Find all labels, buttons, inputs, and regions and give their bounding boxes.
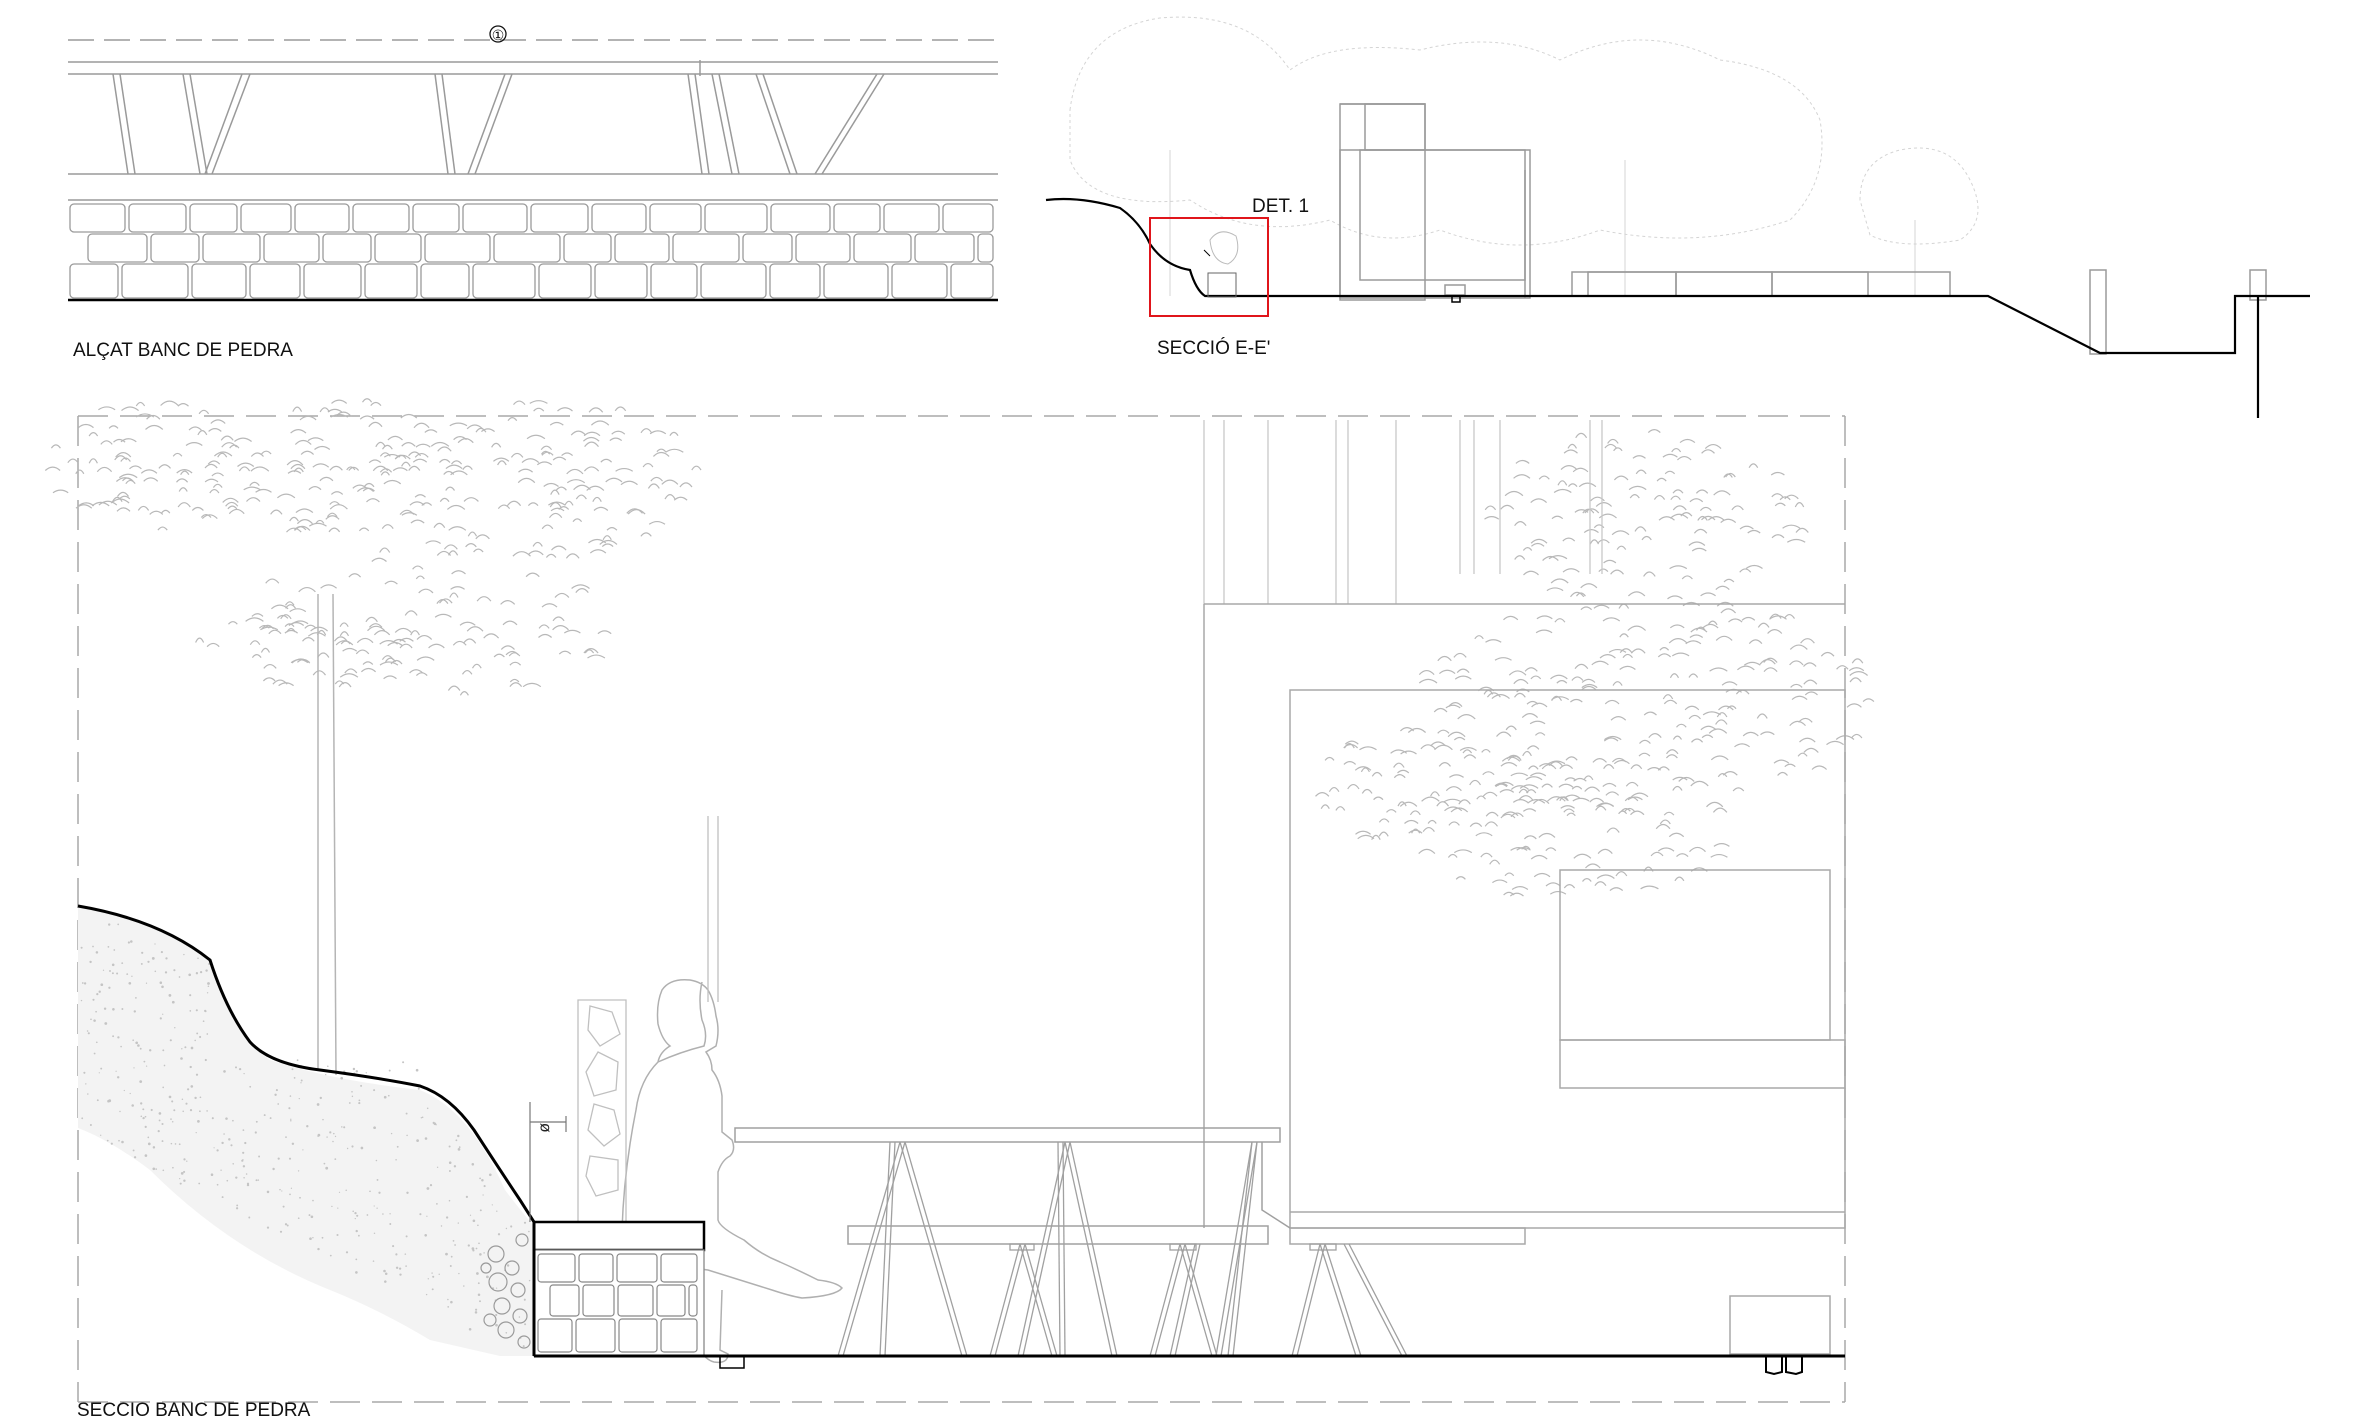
detail-frame (1149, 217, 1269, 317)
pavilion-box (1203, 603, 1846, 1355)
terrain-line (1045, 197, 2310, 355)
stone-wall-elevation (69, 203, 994, 299)
tree-trunk (317, 593, 337, 1076)
bench-section-drawing: ᴓ SECCIO BANC DE PEDRA (44, 398, 1875, 1417)
table-section (734, 1127, 1291, 1245)
elevation-title: ALÇAT BANC DE PEDRA (73, 340, 293, 361)
svg-text:ᴓ: ᴓ (540, 1119, 550, 1136)
tree-canopy-section (1069, 16, 1979, 296)
pavilion-section (1339, 103, 1531, 301)
stone-backrest (577, 816, 719, 1227)
elevation-marker-circle (489, 25, 507, 43)
building-behind (1203, 420, 1603, 604)
detail-label: DET. 1 (1252, 196, 1309, 217)
table-legs (837, 1141, 1408, 1357)
bench-section-ee (1571, 269, 2267, 355)
drainage-gravel (480, 1233, 531, 1349)
soil-texture (80, 923, 531, 1348)
soil-fill (78, 906, 534, 1356)
section-ee-drawing: DET. 1 SECCIÓ E-E' (1045, 16, 2310, 418)
bench-section-title: SECCIO BANC DE PEDRA (77, 1400, 311, 1417)
tree-foliage (44, 398, 1875, 897)
section-ee-title: SECCIÓ E-E' (1157, 337, 1270, 359)
table-legs-elevation (112, 60, 885, 175)
wall-fixture: ᴓ (529, 1102, 567, 1222)
elevation-marker: ① (492, 27, 505, 43)
terrain-profile (77, 904, 536, 1223)
stone-bench (532, 1220, 706, 1357)
elevation-drawing: ① ALÇAT BANC DE PEDRA (68, 25, 998, 361)
